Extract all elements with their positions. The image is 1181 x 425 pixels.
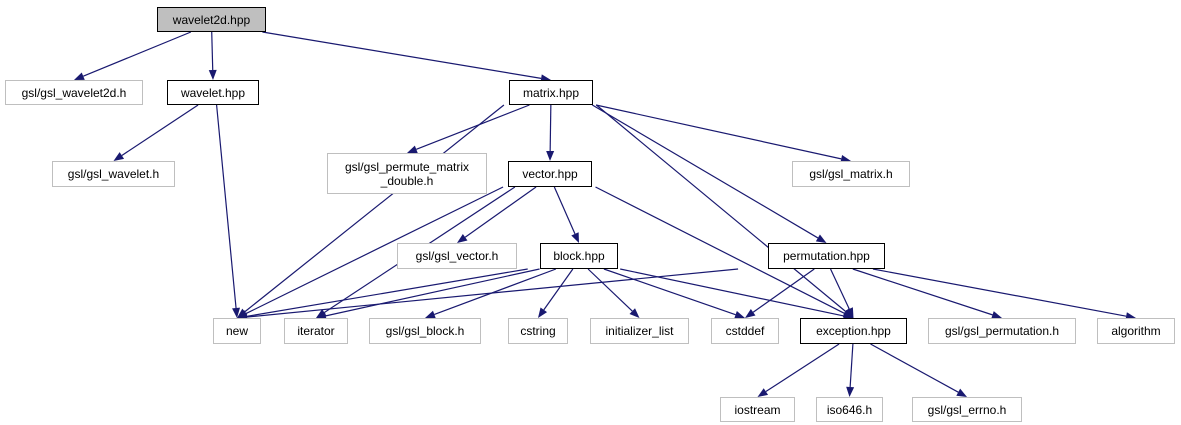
edge-wavelet-to-new bbox=[216, 104, 237, 309]
arrowhead-icon bbox=[757, 388, 769, 397]
arrowhead-icon bbox=[113, 152, 125, 161]
arrowhead-icon bbox=[991, 311, 1002, 319]
edge-permutation-to-new bbox=[246, 268, 739, 318]
arrowhead-icon bbox=[845, 307, 854, 318]
node-permutation[interactable]: permutation.hpp bbox=[768, 243, 885, 269]
edge-block-to-new bbox=[246, 268, 528, 317]
arrowhead-icon bbox=[208, 69, 217, 80]
edge-vector-to-gsl_vector bbox=[464, 186, 537, 238]
edge-permutation-to-algorithm bbox=[872, 268, 1127, 317]
node-new: new bbox=[213, 318, 261, 344]
node-matrix[interactable]: matrix.hpp bbox=[509, 80, 593, 105]
arrowhead-icon bbox=[457, 233, 468, 243]
arrowhead-icon bbox=[74, 72, 85, 80]
edge-permutation-to-exception bbox=[830, 268, 850, 310]
edge-block-to-cstring bbox=[543, 268, 574, 311]
node-gsl_errno: gsl/gsl_errno.h bbox=[912, 397, 1022, 422]
node-exception[interactable]: exception.hpp bbox=[800, 318, 907, 344]
node-vector[interactable]: vector.hpp bbox=[508, 161, 592, 187]
node-permute: gsl/gsl_permute_matrix _double.h bbox=[327, 153, 487, 194]
edge-permutation-to-gsl_permutation bbox=[852, 268, 993, 316]
edge-exception-to-gsl_errno bbox=[870, 343, 959, 393]
node-gsl_matrix: gsl/gsl_matrix.h bbox=[792, 161, 910, 187]
edge-matrix-to-exception bbox=[595, 104, 847, 313]
edge-vector-to-new bbox=[245, 186, 504, 315]
arrowhead-icon bbox=[956, 388, 967, 397]
arrowhead-icon bbox=[842, 312, 854, 320]
arrowhead-icon bbox=[846, 386, 855, 397]
node-wavelet2d: wavelet2d.hpp bbox=[157, 7, 266, 32]
edge-exception-to-iso646 bbox=[849, 343, 854, 388]
edge-block-to-initializer_list bbox=[587, 268, 633, 312]
edge-matrix-to-permute bbox=[416, 104, 530, 150]
arrowhead-icon bbox=[546, 150, 555, 161]
node-gsl_block: gsl/gsl_block.h bbox=[369, 318, 481, 344]
node-block[interactable]: block.hpp bbox=[540, 243, 618, 269]
arrowhead-icon bbox=[425, 310, 436, 319]
edge-exception-to-iostream bbox=[765, 343, 840, 393]
node-gsl_wavelet2d: gsl/gsl_wavelet2d.h bbox=[5, 80, 143, 105]
node-iso646: iso646.h bbox=[816, 397, 883, 422]
arrowhead-icon bbox=[840, 154, 851, 163]
edge-wavelet-to-gsl_wavelet bbox=[121, 104, 199, 156]
arrowhead-icon bbox=[316, 311, 327, 320]
arrowhead-icon bbox=[745, 308, 756, 318]
edge-matrix-to-vector bbox=[549, 104, 552, 152]
arrowhead-icon bbox=[407, 145, 418, 154]
node-iterator: iterator bbox=[284, 318, 348, 344]
node-iostream: iostream bbox=[720, 397, 795, 422]
edge-vector-to-block bbox=[553, 186, 576, 235]
edge-block-to-exception bbox=[620, 268, 844, 317]
arrowhead-icon bbox=[734, 310, 745, 319]
edge-wavelet2d-to-gsl_wavelet2d bbox=[83, 31, 192, 77]
edge-matrix-to-new bbox=[244, 104, 505, 313]
node-wavelet[interactable]: wavelet.hpp bbox=[167, 80, 259, 105]
node-cstring: cstring bbox=[508, 318, 568, 344]
node-gsl_wavelet: gsl/gsl_wavelet.h bbox=[52, 161, 175, 187]
node-algorithm: algorithm bbox=[1097, 318, 1175, 344]
arrowhead-icon bbox=[232, 307, 241, 318]
edge-vector-to-exception bbox=[595, 186, 845, 315]
arrowhead-icon bbox=[571, 232, 579, 243]
node-initializer_list: initializer_list bbox=[590, 318, 689, 344]
edge-block-to-gsl_block bbox=[434, 268, 557, 316]
edge-wavelet2d-to-matrix bbox=[262, 31, 542, 79]
edge-permutation-to-cstddef bbox=[752, 268, 815, 313]
arrowhead-icon bbox=[538, 307, 548, 318]
arrowhead-icon bbox=[629, 308, 640, 318]
node-gsl_permutation: gsl/gsl_permutation.h bbox=[928, 318, 1076, 344]
edge-matrix-to-permutation bbox=[592, 104, 819, 239]
edge-block-to-iterator bbox=[325, 268, 540, 317]
edge-block-to-cstddef bbox=[603, 268, 736, 316]
edge-matrix-to-gsl_matrix bbox=[595, 104, 842, 160]
edge-wavelet2d-to-wavelet bbox=[211, 31, 214, 71]
node-gsl_vector: gsl/gsl_vector.h bbox=[397, 243, 517, 269]
node-cstddef: cstddef bbox=[711, 318, 779, 344]
arrowhead-icon bbox=[815, 234, 827, 243]
